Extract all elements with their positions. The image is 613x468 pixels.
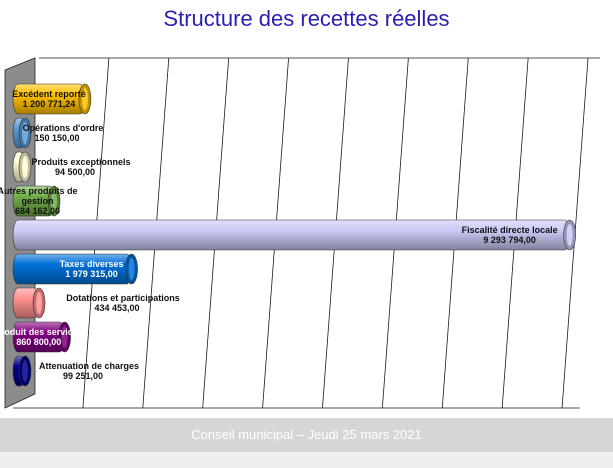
- category-label-3: Produits exceptionnels: [31, 157, 130, 167]
- footer-strip: [0, 452, 613, 468]
- value-label-5: 9 293 794,00: [483, 235, 536, 245]
- value-label-4: 684 162,00: [15, 206, 60, 216]
- footer-text: Conseil municipal – Jeudi 25 mars 2021: [191, 427, 422, 442]
- bar-cap-face-8: [61, 326, 68, 348]
- category-label-1: Excédent reporté: [12, 89, 86, 99]
- bar-cap-face-3: [22, 156, 28, 178]
- category-label-7: Dotations et participations: [66, 293, 180, 303]
- bar-cap-face-1: [81, 88, 88, 110]
- category-label-4: gestion: [21, 196, 53, 206]
- bars: [12, 83, 576, 387]
- value-label-1: 1 200 771,24: [23, 99, 76, 109]
- value-label-9: 99 251,00: [63, 371, 103, 381]
- value-label-6: 1 979 315,00: [65, 269, 118, 279]
- value-label-2: 150 150,00: [34, 133, 79, 143]
- chart-title: Structure des recettes réelles: [163, 6, 450, 31]
- category-label-5: Fiscalité directe locale: [462, 225, 558, 235]
- category-label-6: Taxes diverses: [60, 259, 124, 269]
- bar-cap-face-9: [22, 360, 28, 382]
- footer-bar: Conseil municipal – Jeudi 25 mars 2021: [0, 418, 613, 452]
- category-label-8: Produit des services: [0, 327, 83, 337]
- category-label-4: Autres produits de: [0, 186, 77, 196]
- category-label-2: Opérations d'ordre: [23, 123, 104, 133]
- bar-cap-face-5: [566, 224, 573, 246]
- bar-cap-face-2: [22, 122, 28, 144]
- value-label-3: 94 500,00: [55, 167, 95, 177]
- value-label-7: 434 453,00: [94, 303, 139, 313]
- bar-cap-face-6: [128, 258, 135, 280]
- bar-cap-face-7: [36, 292, 43, 314]
- category-label-9: Attenuation de charges: [39, 361, 139, 371]
- bar-cap-face-4: [50, 190, 57, 212]
- value-label-8: 860 800,00: [16, 337, 61, 347]
